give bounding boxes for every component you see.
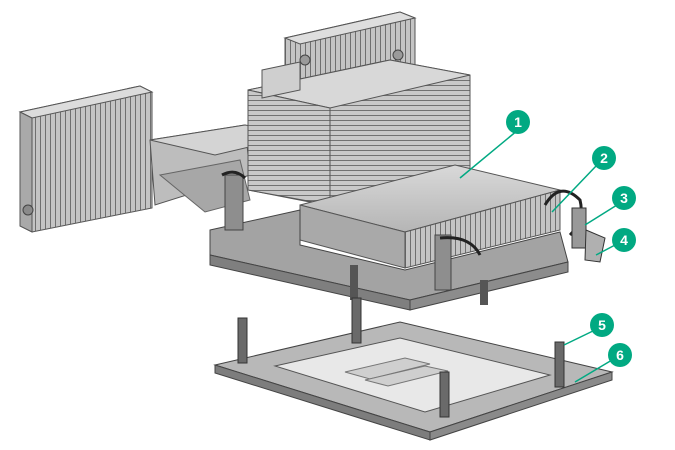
remote-heatsink xyxy=(18,85,154,233)
callout-5: 5 xyxy=(563,313,614,346)
callout-5-label: 5 xyxy=(598,317,606,333)
callout-3: 3 xyxy=(584,186,636,226)
heatsink-screw xyxy=(350,265,488,305)
heatsink-latch xyxy=(571,207,606,263)
callout-1-label: 1 xyxy=(514,114,522,130)
callout-2: 2 xyxy=(551,146,616,213)
callout-4-label: 4 xyxy=(620,232,628,248)
callout-2-label: 2 xyxy=(600,150,608,166)
callout-6: 6 xyxy=(574,343,632,383)
bolster-plate xyxy=(213,321,614,441)
callout-3-label: 3 xyxy=(620,190,628,206)
callout-1: 1 xyxy=(459,110,530,179)
bolster-stud xyxy=(237,297,565,418)
heatsink-base-frame xyxy=(209,174,569,311)
heatsink-fin-stack xyxy=(247,11,471,206)
callout-6-label: 6 xyxy=(616,347,624,363)
callout-4: 4 xyxy=(595,228,636,256)
